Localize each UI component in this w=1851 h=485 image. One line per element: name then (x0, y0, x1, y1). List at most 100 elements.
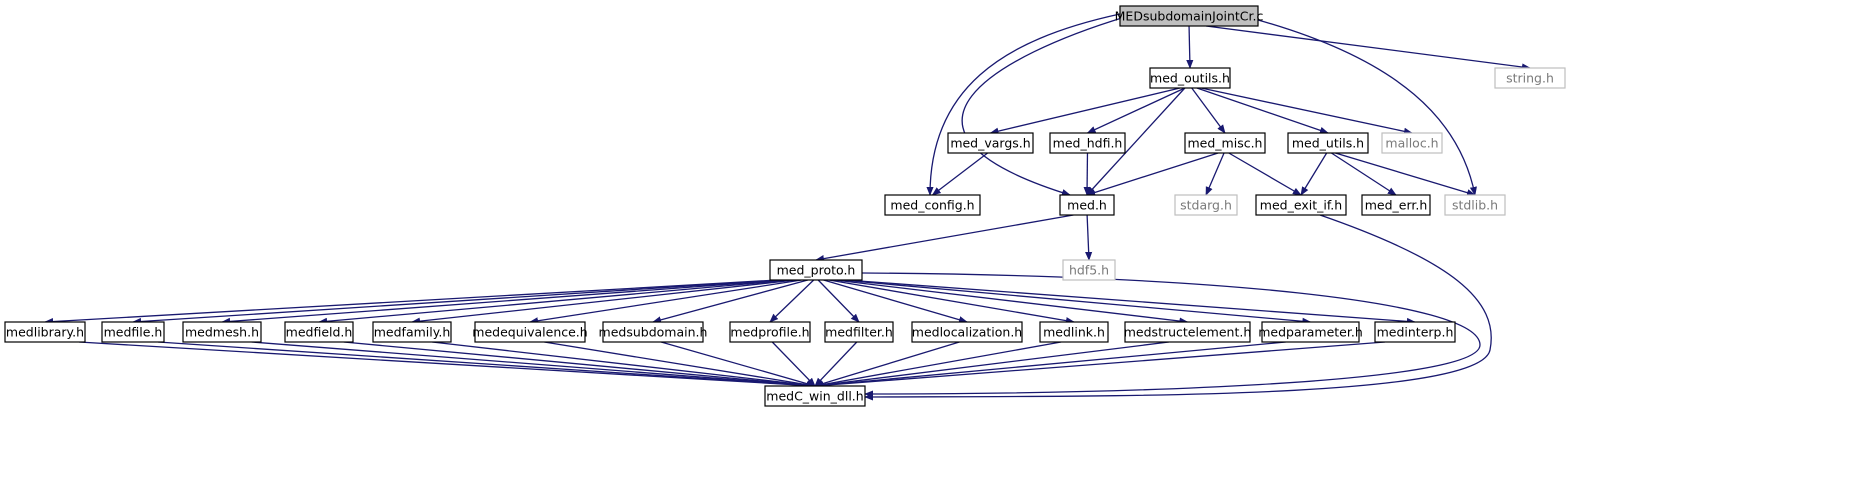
node-box (1261, 321, 1360, 343)
node-hdf5: hdf5.h (1062, 259, 1116, 281)
edge-root-to-stdlib (1257, 19, 1477, 196)
node-label: medC_win_dll.h (766, 389, 863, 404)
node-box (1059, 194, 1115, 216)
edge-med_outils-to-med_vargs (989, 87, 1181, 135)
node-med-exit-if[interactable]: med_exit_if.h (1255, 194, 1347, 216)
node-box (911, 321, 1023, 343)
node-box (1374, 321, 1456, 343)
node-med-proto[interactable]: med_proto.h (769, 259, 863, 281)
edge-root-to-med_outils (1186, 25, 1194, 69)
node-label: medfilter.h (825, 325, 893, 340)
node-medlink[interactable]: medlink.h (1039, 321, 1109, 343)
edge-med_proto-to-medC_win_dll (861, 272, 1481, 398)
edge-med_misc-to-med_exit_if (1228, 152, 1302, 196)
edge-med_proto-to-medlibrary (44, 279, 778, 326)
node-med[interactable]: med.h (1059, 194, 1115, 216)
node-medmesh[interactable]: medmesh.h (182, 321, 262, 343)
edge-med_proto-to-medfile (132, 279, 782, 326)
edge-med_outils-to-med_hdfi (1086, 87, 1186, 134)
node-medlibrary[interactable]: medlibrary.h (4, 321, 86, 343)
node-medC-win-dll[interactable]: medC_win_dll.h (764, 385, 866, 407)
node-box (1149, 67, 1231, 89)
edge-root-to-string (1205, 25, 1531, 71)
node-medfamily[interactable]: medfamily.h (372, 321, 452, 343)
edge-medfamily-to-medC_win_dll (432, 341, 816, 389)
node-medsubdomain[interactable]: medsubdomain.h (599, 321, 708, 343)
node-med-hdfi[interactable]: med_hdfi.h (1049, 132, 1126, 154)
edge-med_outils-to-med (1086, 87, 1186, 196)
node-label: medlocalization.h (912, 325, 1022, 340)
node-label: medfamily.h (374, 325, 451, 340)
node-medfile[interactable]: medfile.h (101, 321, 165, 343)
node-box (769, 259, 863, 281)
node-label: med_proto.h (777, 263, 856, 278)
node-medparameter[interactable]: medparameter.h (1258, 321, 1363, 343)
edge-med_proto-to-medparameter (840, 279, 1312, 325)
node-label: malloc.h (1385, 136, 1438, 151)
node-box (4, 321, 86, 343)
edge-med_exit_if-to-medC_win_dll (864, 214, 1492, 401)
node-medprofile[interactable]: medprofile.h (729, 321, 811, 343)
edge-med_outils-to-malloc (1200, 87, 1413, 135)
node-label: med_exit_if.h (1260, 198, 1342, 213)
node-label: stdlib.h (1452, 198, 1498, 213)
node-med-utils[interactable]: med_utils.h (1287, 132, 1369, 154)
node-box (947, 132, 1034, 154)
node-box (884, 194, 981, 216)
node-medfilter[interactable]: medfilter.h (824, 321, 894, 343)
node-label: MEDsubdomainJointCr.c (1115, 9, 1264, 24)
edge-med_proto-to-medfamily (411, 279, 796, 325)
node-label: medprofile.h (730, 325, 809, 340)
node-label: medfield.h (286, 325, 353, 340)
edge-med_misc-to-med (1086, 152, 1219, 196)
node-label: string.h (1506, 71, 1554, 86)
edge-med_proto-to-medfilter (817, 279, 860, 323)
edge-medinterp-to-medC_win_dll (814, 341, 1386, 389)
edges-layer (44, 13, 1531, 401)
node-label: medlink.h (1043, 325, 1105, 340)
node-label: med_vargs.h (950, 136, 1030, 151)
edge-medparameter-to-medC_win_dll (814, 341, 1286, 389)
node-medstructelement[interactable]: medstructelement.h (1124, 321, 1252, 343)
node-box (284, 321, 354, 343)
edge-med_proto-to-medmesh (221, 279, 787, 325)
node-box (1119, 5, 1259, 27)
node-box (372, 321, 452, 343)
edge-med_utils-to-stdlib (1335, 152, 1476, 197)
node-box (729, 321, 811, 343)
node-label: medlibrary.h (6, 325, 84, 340)
node-med-vargs[interactable]: med_vargs.h (947, 132, 1034, 154)
node-box (764, 385, 866, 407)
node-box (1124, 321, 1251, 343)
edge-medfile-to-medC_win_dll (157, 341, 816, 390)
node-label: med_utils.h (1292, 136, 1364, 151)
node-med-misc[interactable]: med_misc.h (1184, 132, 1266, 154)
node-label: med_outils.h (1150, 71, 1230, 86)
node-medlocalization[interactable]: medlocalization.h (911, 321, 1023, 343)
node-med-outils[interactable]: med_outils.h (1149, 67, 1231, 89)
edge-med_proto-to-medlocalization (823, 279, 968, 324)
node-label: medinterp.h (1377, 325, 1454, 340)
node-medinterp[interactable]: medinterp.h (1374, 321, 1456, 343)
edge-med_proto-to-medfield (318, 279, 792, 325)
edge-med_outils-to-med_misc (1191, 87, 1226, 134)
edge-medlibrary-to-medC_win_dll (78, 341, 816, 390)
edge-med_proto-to-medlink (828, 279, 1075, 325)
edge-root-to-med_config (926, 13, 1121, 196)
edge-medfield-to-medC_win_dll (343, 341, 816, 389)
edge-medprofile-to-medC_win_dll (771, 341, 816, 387)
node-med-err[interactable]: med_err.h (1361, 194, 1431, 216)
node-medequivalence[interactable]: medequivalence.h (472, 321, 588, 343)
edge-med_vargs-to-med_config (931, 152, 988, 196)
edge-medlocalization-to-medC_win_dll (814, 341, 960, 388)
node-medfield[interactable]: medfield.h (284, 321, 354, 343)
nodes-layer: MEDsubdomainJointCr.c med_outils.h string.… (4, 5, 1566, 407)
edge-med_proto-to-medstructelement (834, 279, 1189, 325)
edge-med_utils-to-med_exit_if (1300, 152, 1328, 196)
node-root: MEDsubdomainJointCr.c (1115, 5, 1264, 27)
node-label: stdarg.h (1180, 198, 1232, 213)
node-box (1361, 194, 1431, 216)
node-label: medstructelement.h (1124, 325, 1252, 340)
node-med-config[interactable]: med_config.h (884, 194, 981, 216)
